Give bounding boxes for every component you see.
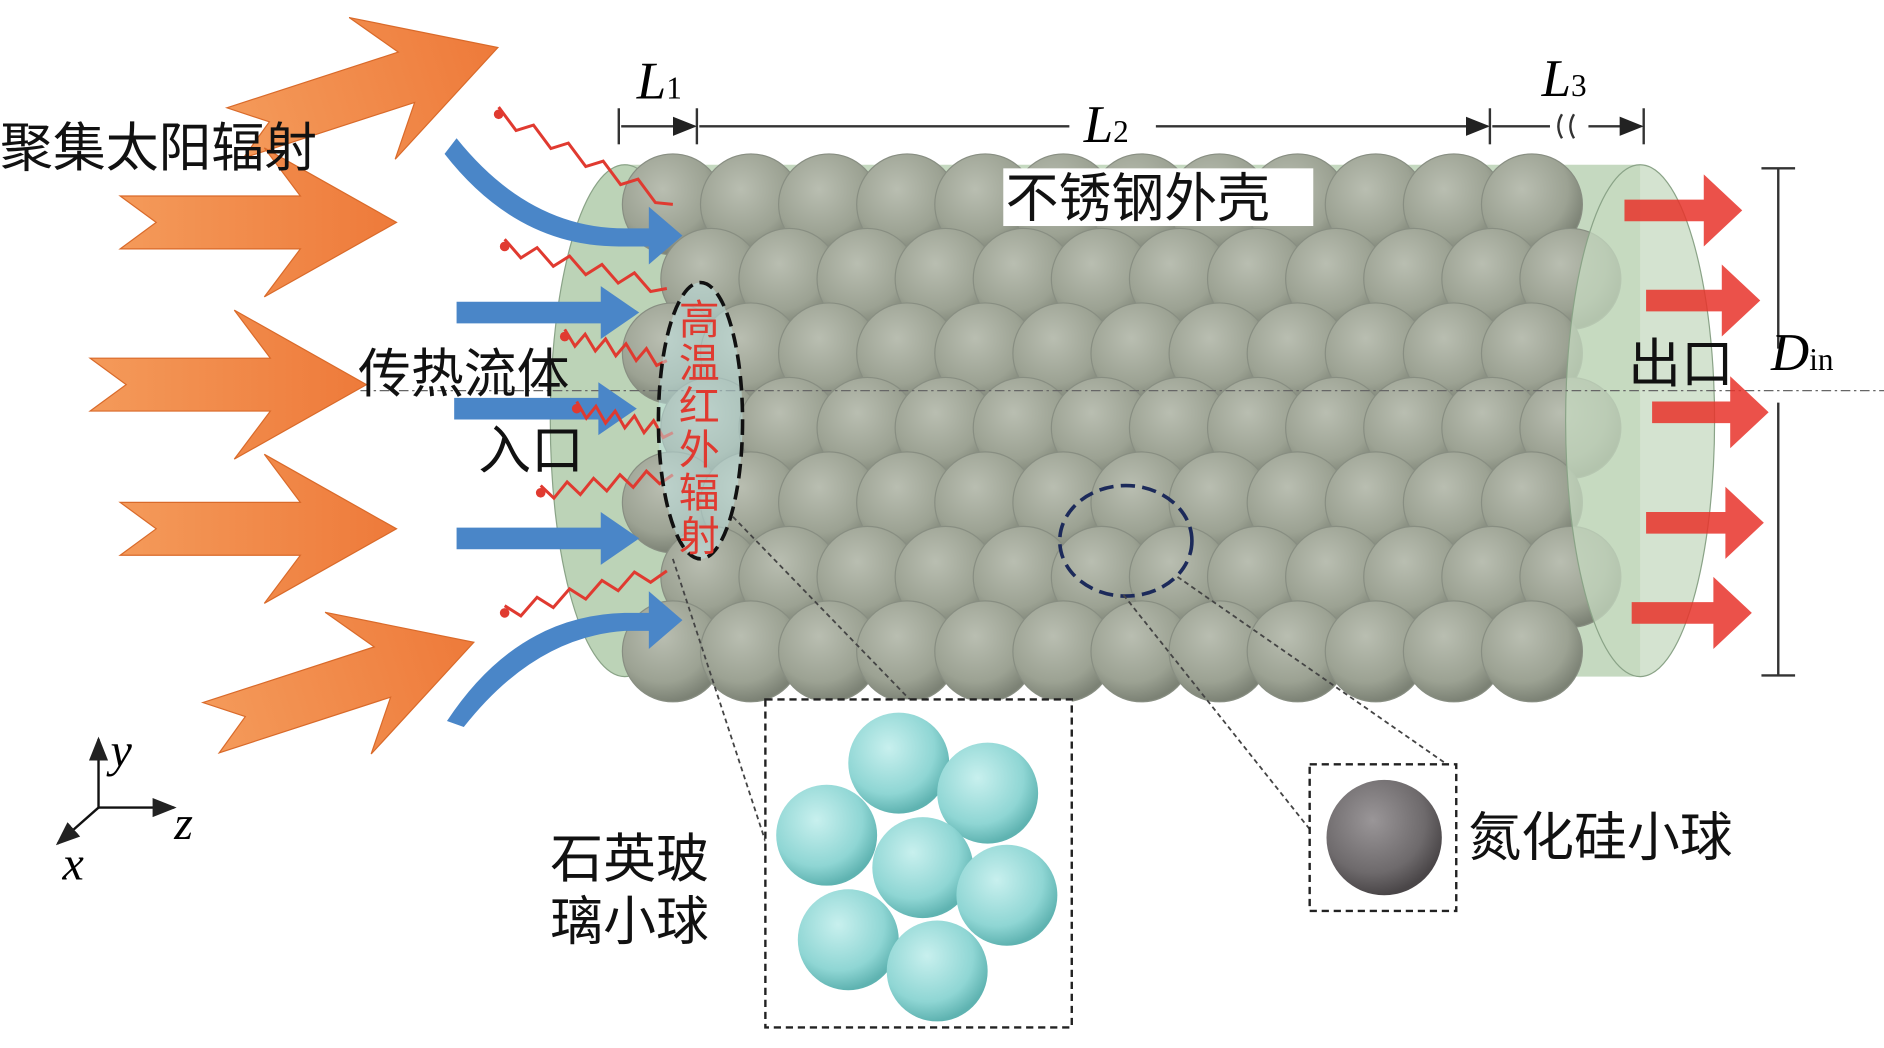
fluid-arrow-curved (444, 138, 683, 265)
ir-wave-head (499, 241, 510, 252)
solar-arrow (88, 309, 368, 460)
fluid-arrow (454, 382, 637, 436)
ir-char: 射 (679, 512, 720, 560)
outlet-arrow (1652, 376, 1769, 449)
solar-arrow (200, 611, 476, 755)
dim-L2: L2 (1083, 96, 1129, 154)
outlet-arrow (1646, 486, 1764, 559)
solar-arrow (118, 453, 398, 604)
inlet-label-line2: 入口 (478, 421, 584, 482)
ir-wave (539, 468, 674, 501)
solar-arrow (224, 16, 500, 160)
ir-region-outline (656, 280, 745, 561)
ir-char: 红 (679, 383, 720, 431)
quartz-sphere (776, 784, 878, 886)
ir-wave-head (499, 608, 510, 618)
inlet-label-line1: 传热流体 (358, 344, 569, 405)
shell-label: 不锈钢外壳 (1006, 168, 1270, 229)
outlet-arrow (1624, 174, 1743, 247)
ir-wave (575, 400, 674, 440)
fluid-arrow (456, 511, 640, 565)
ir-char: 温 (679, 339, 720, 387)
packed-spheres (621, 153, 1622, 703)
ir-radiation-waves (493, 106, 674, 618)
ir-char: 外 (679, 426, 720, 474)
solar-label: 聚集太阳辐射 (0, 118, 317, 179)
axis-x: x (61, 838, 83, 891)
sin-sphere (1326, 779, 1442, 896)
quartz-sphere (797, 889, 899, 991)
sin-label: 氮化硅小球 (1468, 808, 1732, 869)
ir-wave-head (535, 487, 546, 498)
outlet-arrow (1646, 264, 1761, 337)
ir-wave (503, 238, 668, 294)
axis-y: y (106, 725, 133, 778)
fluid-arrow-curved (446, 591, 683, 728)
quartz-sphere (956, 844, 1058, 946)
ir-wave (563, 328, 668, 368)
outlet-arrows (1624, 174, 1769, 649)
quartz-glass-spheres (776, 712, 1058, 1022)
quartz-label-line2: 璃小球 (550, 892, 709, 953)
solar-arrow (118, 147, 398, 298)
quartz-sphere (848, 712, 950, 814)
quartz-sphere (937, 742, 1039, 844)
ir-char: 辐 (679, 469, 720, 517)
sin-sphere-highlight (1057, 483, 1194, 598)
quartz-sphere (872, 817, 974, 919)
quartz-sphere (886, 920, 988, 1022)
dim-Din: Din (1770, 324, 1834, 382)
packed-sphere (1480, 600, 1584, 703)
fluid-arrow (456, 286, 640, 339)
ir-char: 高 (679, 296, 720, 344)
solar-radiation-arrows (88, 16, 500, 755)
dimension-lines (617, 108, 1796, 677)
outlet-arrow (1631, 576, 1752, 649)
outlet-label: 出口 (1628, 334, 1734, 395)
dim-L3: L3 (1541, 50, 1587, 108)
axis-z: z (173, 797, 193, 850)
leader-lines (672, 516, 1455, 842)
ir-wave (497, 106, 674, 206)
dim-L1: L1 (636, 53, 682, 111)
coordinate-axes (55, 736, 177, 846)
shell-label-bg (1003, 168, 1314, 227)
ir-wave-head (559, 331, 570, 342)
fluid-inlet-arrows (444, 138, 683, 728)
ir-wave-head (571, 403, 582, 414)
ir-wave-head (493, 109, 504, 120)
quartz-label-line1: 石英玻 (550, 829, 709, 890)
ir-wave (503, 569, 668, 618)
